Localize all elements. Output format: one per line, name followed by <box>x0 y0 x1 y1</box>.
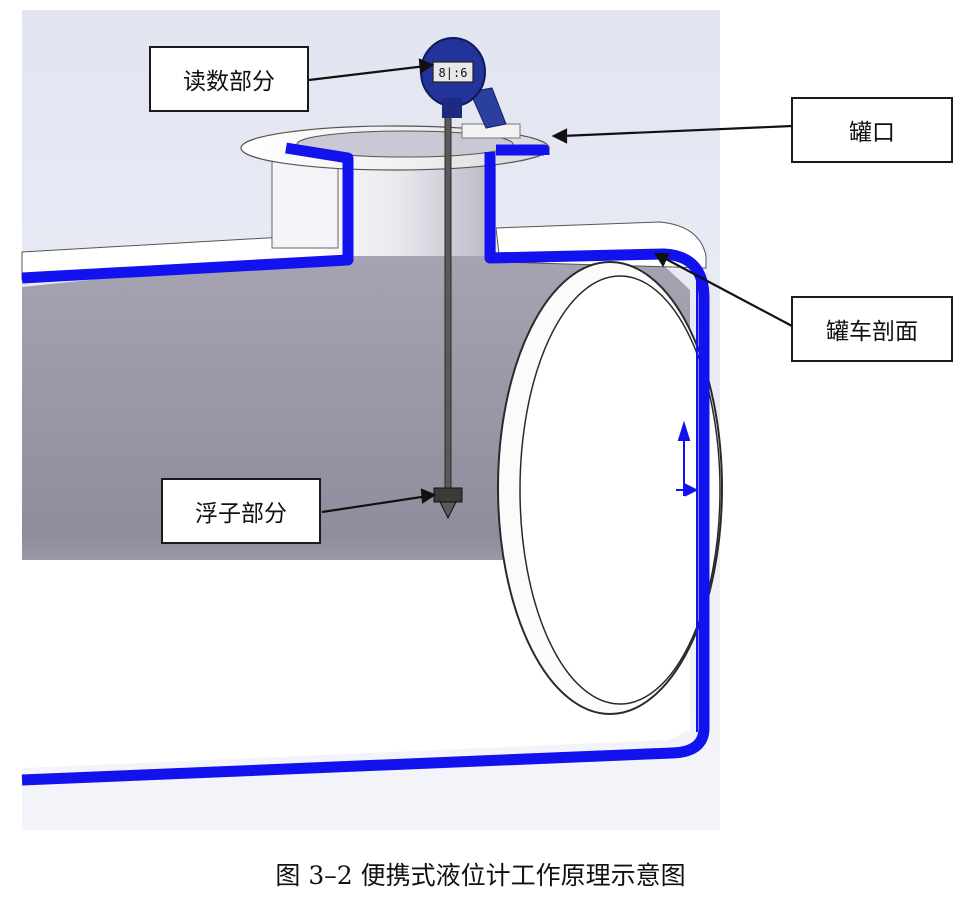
label-reading-part: 读数部分 <box>149 46 309 112</box>
leader-lines <box>308 58 793 514</box>
float-rod <box>444 109 452 493</box>
section-walls <box>21 142 710 786</box>
figure-caption: 图 3–2 便携式液位计工作原理示意图 <box>275 861 686 890</box>
gauge-bracket <box>469 87 507 129</box>
reading-display <box>432 61 474 83</box>
axis-marker <box>676 420 699 497</box>
label-float-part: 浮子部分 <box>161 478 321 544</box>
tank-neck-outer-left <box>271 159 339 249</box>
tank-mouth-opening <box>296 130 514 158</box>
end-cap-mask <box>696 262 698 732</box>
float <box>433 487 463 520</box>
end-cap-inner <box>519 275 721 705</box>
reading-unit-stem <box>442 98 462 118</box>
label-tank-mouth: 罐口 <box>791 97 953 163</box>
reading-display-value: 8|:6 <box>439 66 468 80</box>
label-tank-section: 罐车剖面 <box>791 296 953 362</box>
